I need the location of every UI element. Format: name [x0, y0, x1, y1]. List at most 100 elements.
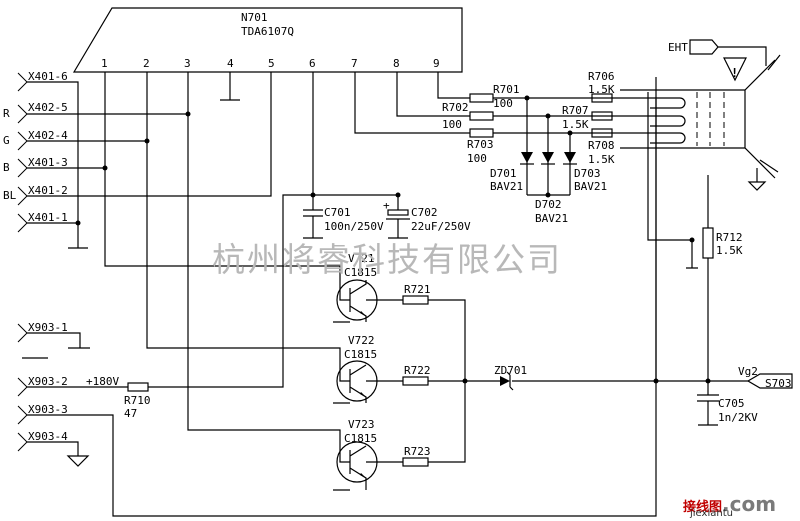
- r707-body: [591, 111, 613, 121]
- transistor-v721: [333, 279, 466, 381]
- conn-x903-2: X903-2: [28, 375, 68, 388]
- r710-ref: R710: [124, 394, 151, 407]
- r706-body: [591, 93, 613, 103]
- c702-plus: +: [383, 199, 390, 212]
- r707-val: 1.5K: [562, 118, 589, 131]
- conn-x401-2: X401-2: [28, 184, 68, 197]
- r722-body: [402, 376, 429, 386]
- s703-label: S703: [765, 377, 792, 390]
- r702-val: 100: [442, 118, 462, 131]
- d701-val: BAV21: [490, 180, 523, 193]
- conn-x903-4: X903-4: [28, 430, 68, 443]
- watermark-text: 杭州将睿科技有限公司: [212, 240, 562, 279]
- r721-ref: R721: [404, 283, 431, 296]
- pin9-wire: [437, 72, 650, 99]
- crt-tube: [620, 54, 781, 381]
- pin8-wire: [396, 72, 650, 117]
- r702-ref: R702: [442, 101, 469, 114]
- clamp-diodes: [520, 98, 577, 196]
- crt-ground: [686, 240, 698, 269]
- r708-val: 1.5K: [588, 153, 615, 166]
- r723-ref: R723: [404, 445, 431, 458]
- r712-val: 1.5K: [716, 244, 743, 257]
- r712-ref: R712: [716, 231, 743, 244]
- r710-body: [127, 382, 149, 392]
- r703-val: 100: [467, 152, 487, 165]
- pin2-wire: [146, 72, 341, 365]
- r701-val: 100: [493, 97, 513, 110]
- r701-body: [469, 93, 494, 103]
- zener-zd701: [500, 371, 514, 391]
- v723-part: C1815: [344, 432, 377, 445]
- r708-ref: R708: [588, 139, 615, 152]
- conn-x401-6: X401-6: [28, 70, 68, 83]
- d702-val: BAV21: [535, 212, 568, 225]
- r710-val: 47: [124, 407, 137, 420]
- c701-val: 100n/250V: [324, 220, 384, 233]
- transistor-v723: [333, 381, 466, 491]
- r706-ref: R706: [588, 70, 615, 83]
- c701-symbol: [303, 209, 323, 239]
- conn-x401-1: X401-1: [28, 211, 68, 224]
- c705-symbol: [697, 394, 719, 426]
- r722-ref: R722: [404, 364, 431, 377]
- ic-pin-2: 2: [143, 57, 150, 70]
- c705-ref: C705: [718, 397, 745, 410]
- zd701-ref: ZD701: [494, 364, 527, 377]
- signal-r: R: [3, 107, 10, 120]
- r707-ref: R707: [562, 104, 589, 117]
- vg2-label: Vg2: [738, 365, 758, 378]
- signal-b: B: [3, 161, 10, 174]
- c702-ref: C702: [411, 206, 438, 219]
- conn-x903-1: X903-1: [28, 321, 68, 334]
- ic-body: [72, 7, 463, 73]
- r702-body: [469, 111, 494, 121]
- eht-label: EHT: [668, 41, 688, 54]
- conn-x903-3: X903-3: [28, 403, 68, 416]
- r721-body: [402, 295, 429, 305]
- ic-pin-9: 9: [433, 57, 440, 70]
- c702-val: 22uF/250V: [411, 220, 471, 233]
- connector-arrows: [17, 72, 28, 452]
- c701-ref: C701: [324, 206, 351, 219]
- v721-ref: V721: [348, 252, 375, 265]
- r708-body: [591, 128, 613, 138]
- signal-bl: BL: [3, 189, 17, 202]
- v721-part: C1815: [344, 266, 377, 279]
- ic-pin-7: 7: [351, 57, 358, 70]
- c702-plate: [387, 209, 409, 216]
- d702-ref: D702: [535, 198, 562, 211]
- v722-ref: V722: [348, 334, 375, 347]
- signal-g: G: [3, 134, 10, 147]
- r701-ref: R701: [493, 83, 520, 96]
- ic-pin-5: 5: [268, 57, 275, 70]
- d701-ref: D701: [490, 167, 517, 180]
- ic-pin-8: 8: [393, 57, 400, 70]
- pin3-wire: [187, 72, 341, 445]
- r703-ref: R703: [467, 138, 494, 151]
- ic-ref: N701: [241, 11, 268, 24]
- s703-connector: [746, 373, 793, 389]
- pin4-ground: [220, 72, 240, 101]
- r703-body: [469, 128, 494, 138]
- c705-val: 1n/2KV: [718, 411, 758, 424]
- supply-label: +180V: [86, 375, 119, 388]
- d703-ref: D703: [574, 167, 601, 180]
- transistor-v722: [333, 360, 708, 404]
- vg2-wire: [707, 175, 748, 395]
- eht-wire: [718, 46, 767, 66]
- r723-body: [402, 457, 429, 467]
- d703-val: BAV21: [574, 180, 607, 193]
- r706-val: 1.5K: [588, 83, 615, 96]
- ic-pin-6: 6: [309, 57, 316, 70]
- ic-pin-1: 1: [101, 57, 108, 70]
- conn-x402-4: X402-4: [28, 129, 68, 142]
- ic-part: TDA6107Q: [241, 25, 294, 38]
- v722-part: C1815: [344, 348, 377, 361]
- conn-x401-3: X401-3: [28, 156, 68, 169]
- connector-lines: [22, 72, 657, 517]
- c702-symbol: [386, 218, 410, 239]
- warning-icon: !: [731, 66, 738, 80]
- site-logo-sub: jiexiantu: [690, 508, 733, 519]
